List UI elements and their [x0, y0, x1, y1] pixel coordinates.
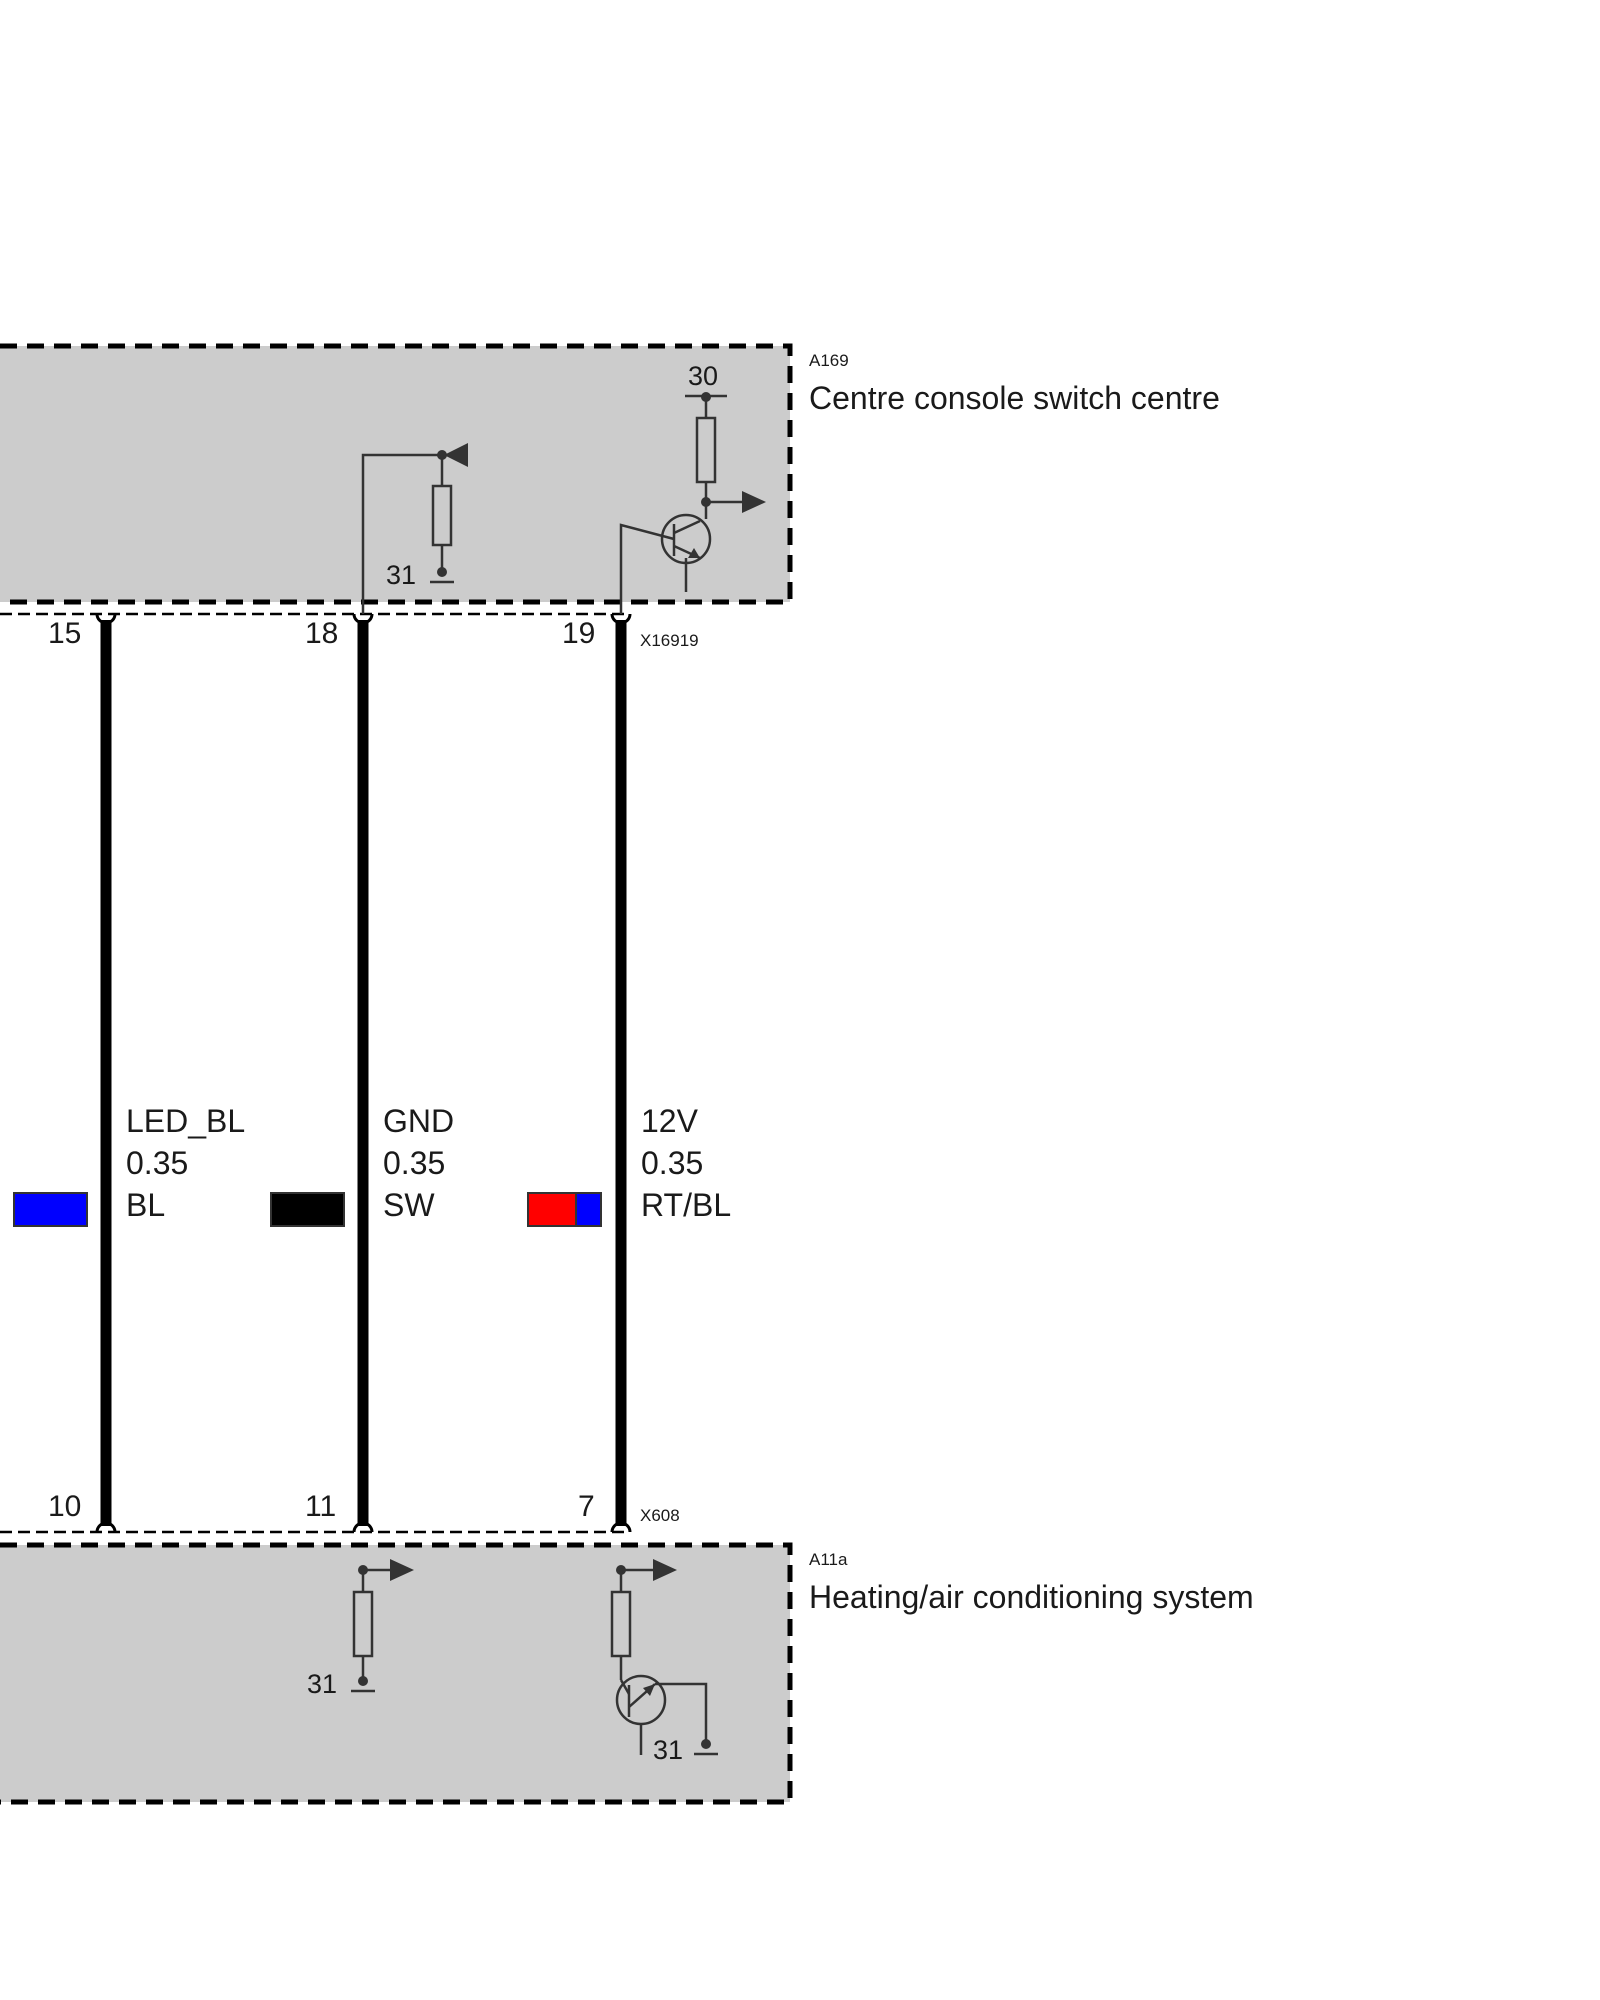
- pin-connector: [95, 613, 117, 625]
- upper-module-box: [0, 346, 790, 602]
- wire-color-swatch: [13, 1192, 88, 1227]
- ground-terminal-label: 31: [653, 1735, 683, 1765]
- wire-signal-label: GND: [383, 1103, 454, 1139]
- lower-pin-label: 11: [305, 1490, 336, 1523]
- wire-gnd: 18 11 GND 0.35 SW: [270, 613, 454, 1533]
- wire-signal-label: 12V: [641, 1103, 699, 1139]
- pin-connector: [352, 613, 374, 625]
- wire-cross-section: 0.35: [126, 1145, 188, 1181]
- upper-pin-label: 15: [48, 617, 81, 650]
- wire-color-code: SW: [383, 1187, 435, 1223]
- wire-color-swatch-secondary: [575, 1192, 602, 1227]
- wire-cross-section: 0.35: [383, 1145, 445, 1181]
- signal-output-arrow: [742, 491, 766, 513]
- wire-color-swatch: [270, 1192, 345, 1227]
- input-pulldown-circuit: 31: [307, 1559, 414, 1699]
- signal-output-arrow: [653, 1559, 677, 1581]
- wire-led-bl: 15 10 LED_BL 0.35 BL: [13, 613, 245, 1533]
- lower-pin-label: 10: [48, 1490, 81, 1523]
- lower-module-code: A11a: [809, 1550, 848, 1569]
- output-driver-circuit: 30: [619, 361, 766, 614]
- pin-connector: [610, 613, 632, 625]
- pin-connector: [610, 1521, 632, 1533]
- upper-module: A169 Centre console switch centre X16919…: [0, 343, 1220, 650]
- signal-output-arrow: [390, 1559, 414, 1581]
- upper-pin-label: 19: [562, 617, 595, 650]
- upper-connector-code: X16919: [640, 631, 699, 650]
- wire-color-swatch-primary: [527, 1192, 577, 1227]
- upper-pin-label: 18: [305, 617, 338, 650]
- upper-module-code: A169: [809, 351, 849, 370]
- ground-terminal-label: 31: [386, 560, 416, 590]
- lower-module-border: [0, 1542, 793, 1805]
- upper-module-border: [0, 343, 793, 605]
- wire-color-code: BL: [126, 1187, 165, 1223]
- lower-module-box: [0, 1545, 790, 1802]
- pin-connector: [95, 1521, 117, 1533]
- input-pullup-circuit: 31: [361, 443, 468, 614]
- signal-input-arrow: [444, 443, 468, 467]
- wire-12v: 19 7 12V 0.35 RT/BL: [527, 613, 731, 1533]
- wire-color-code: RT/BL: [641, 1187, 731, 1223]
- lower-connector-code: X608: [640, 1506, 680, 1525]
- supply-terminal-label: 30: [688, 361, 718, 391]
- driver-circuit: 31: [610, 1559, 718, 1765]
- upper-module-name: Centre console switch centre: [809, 380, 1220, 416]
- ground-terminal-label: 31: [307, 1669, 337, 1699]
- wire-signal-label: LED_BL: [126, 1103, 245, 1139]
- lower-module: A11a Heating/air conditioning system X60…: [0, 1506, 1254, 1805]
- lower-module-name: Heating/air conditioning system: [809, 1579, 1254, 1615]
- lower-pin-label: 7: [578, 1490, 595, 1523]
- pin-connector: [352, 1521, 374, 1533]
- wire-cross-section: 0.35: [641, 1145, 703, 1181]
